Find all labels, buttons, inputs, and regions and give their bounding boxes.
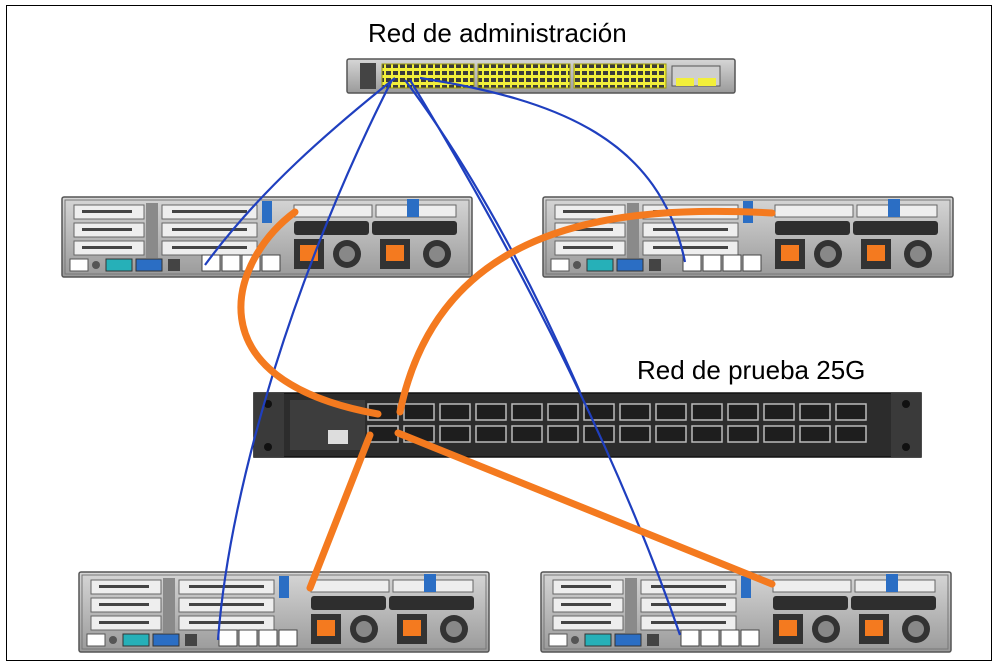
mgmt-link-bottom-left xyxy=(216,79,393,641)
test-link-top-right xyxy=(396,207,776,416)
server-bottom-right xyxy=(540,571,952,653)
management-switch xyxy=(346,58,736,94)
test-network-label: Red de prueba 25G xyxy=(637,355,866,385)
diagram-frame xyxy=(6,5,992,661)
test-switch-25g xyxy=(253,392,922,458)
management-network-label: Red de administración xyxy=(368,18,627,48)
mgmt-link-top-left xyxy=(204,77,396,266)
test-link-top-left xyxy=(237,208,382,418)
server-bottom-left xyxy=(78,571,490,653)
mgmt-link-top-right xyxy=(419,76,687,263)
management-links xyxy=(204,76,687,641)
test-links xyxy=(237,207,776,592)
test-link-bottom-left xyxy=(306,431,374,592)
test-link-bottom-right xyxy=(394,429,776,588)
mgmt-link-bottom-right xyxy=(409,79,682,636)
